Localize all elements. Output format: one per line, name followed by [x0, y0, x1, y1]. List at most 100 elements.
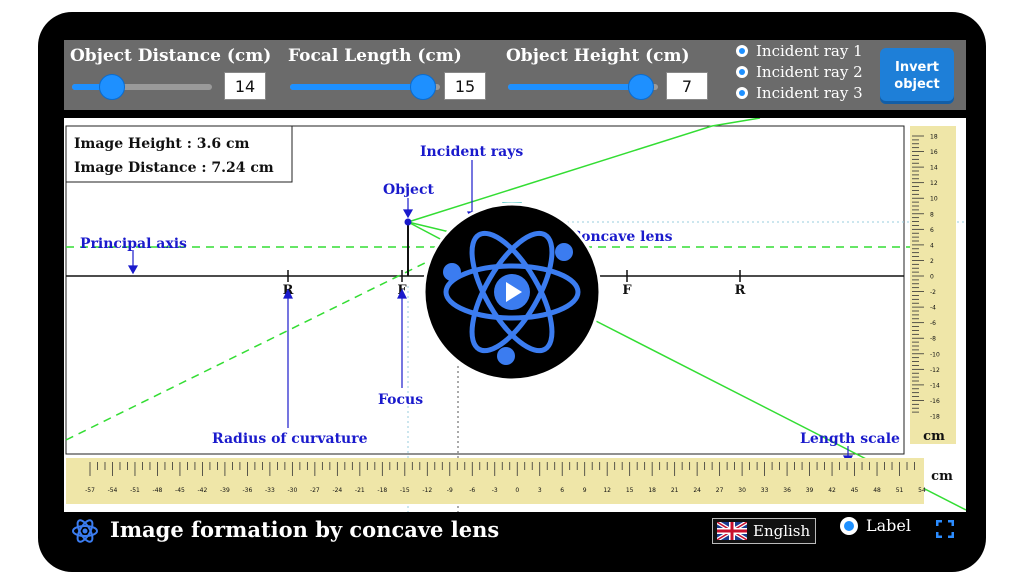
horizontal-tick-label: 48: [873, 487, 881, 494]
slider-fill: [72, 84, 112, 90]
object-distance-slider[interactable]: [72, 74, 212, 100]
vertical-tick-label: -4: [930, 305, 936, 312]
vertical-tick-label: 10: [930, 196, 938, 203]
invert-object-button[interactable]: Invert object: [880, 48, 954, 104]
horizontal-tick-label: -57: [85, 487, 95, 494]
vertical-tick-label: 18: [930, 134, 938, 141]
invert-label-line1: Invert: [894, 60, 939, 75]
horizontal-tick-label: -27: [310, 487, 320, 494]
horizontal-tick-label: -21: [355, 487, 365, 494]
horizontal-tick-label: 6: [560, 487, 564, 494]
incident-ray-3-option[interactable]: Incident ray 3: [736, 84, 863, 102]
horizontal-tick-label: 3: [538, 487, 542, 494]
ray-extension: [711, 118, 761, 127]
object-tip: [404, 218, 412, 226]
vertical-tick-label: 4: [930, 242, 934, 249]
horizontal-scale-unit: cm: [931, 469, 953, 484]
page-title: Image formation by concave lens: [110, 517, 500, 542]
vertical-tick-label: -6: [930, 320, 936, 327]
horizontal-tick-label: -3: [492, 487, 498, 494]
vertical-tick-label: -18: [930, 414, 940, 421]
vertical-tick-label: -14: [930, 382, 940, 389]
horizontal-tick-label: 42: [828, 487, 836, 494]
object-distance-input[interactable]: 14: [224, 72, 266, 100]
object-height-label: Object Height (cm): [506, 46, 690, 66]
radio-icon: [736, 45, 748, 57]
horizontal-tick-label: 18: [648, 487, 656, 494]
horizontal-tick-label: -54: [108, 487, 118, 494]
label-toggle[interactable]: Label: [840, 516, 911, 535]
image-distance-readout: Image Distance : 7.24 cm: [74, 160, 274, 176]
slider-fill: [290, 84, 422, 90]
radio-icon: [840, 516, 858, 535]
invert-label-line2: object: [894, 77, 940, 92]
horizontal-tick-label: 9: [583, 487, 587, 494]
electron-icon: [443, 263, 461, 281]
slider-handle[interactable]: [628, 74, 654, 100]
incident-ray-2-option[interactable]: Incident ray 2: [736, 63, 863, 81]
vertical-tick-label: 6: [930, 227, 934, 234]
horizontal-tick-label: 51: [896, 487, 904, 494]
language-label: English: [753, 522, 811, 540]
slider-fill: [508, 84, 640, 90]
vertical-tick-label: 8: [930, 211, 934, 218]
horizontal-tick-label: 12: [603, 487, 611, 494]
horizontal-tick-label: -36: [242, 487, 252, 494]
length-scale-annotation: Length scale: [800, 431, 900, 447]
incident-ray-3-label: Incident ray 3: [756, 84, 863, 102]
slider-handle[interactable]: [99, 74, 126, 100]
arrowhead-icon: [397, 288, 407, 299]
language-button[interactable]: English: [712, 518, 816, 544]
horizontal-tick-label: -39: [220, 487, 230, 494]
concave-lens-annotation: Concave lens: [570, 229, 673, 245]
incident-ray-1-label: Incident ray 1: [756, 42, 863, 60]
horizontal-tick-label: -6: [469, 487, 475, 494]
horizontal-tick-label: -42: [198, 487, 208, 494]
horizontal-scale-ticks: -57-54-51-48-45-42-39-36-33-30-27-24-21-…: [85, 462, 926, 494]
incident-ray-2-label: Incident ray 2: [756, 63, 863, 81]
r-right-mark: R: [735, 283, 746, 298]
fullscreen-icon[interactable]: [936, 520, 954, 538]
vertical-tick-label: 14: [930, 165, 938, 172]
horizontal-tick-label: 45: [851, 487, 859, 494]
uk-flag-icon: [717, 522, 747, 540]
horizontal-tick-label: 0: [515, 487, 519, 494]
vertical-scale-unit: cm: [923, 429, 945, 444]
focal-length-input[interactable]: 15: [444, 72, 486, 100]
app-logo-icon: [72, 519, 98, 543]
horizontal-tick-label: 21: [671, 487, 679, 494]
focal-length-slider[interactable]: [290, 74, 440, 100]
incident-ray-1-option[interactable]: Incident ray 1: [736, 42, 863, 60]
horizontal-tick-label: -51: [130, 487, 140, 494]
vertical-tick-label: 12: [930, 180, 938, 187]
radius-annotation: Radius of curvature: [212, 431, 368, 447]
horizontal-tick-label: 27: [716, 487, 724, 494]
horizontal-tick-label: -24: [332, 487, 342, 494]
object-height-input[interactable]: 7: [666, 72, 708, 100]
horizontal-tick-label: 24: [693, 487, 701, 494]
object-distance-label: Object Distance (cm): [70, 46, 272, 66]
vertical-tick-label: -10: [930, 351, 940, 358]
principal-axis-annotation: Principal axis: [80, 236, 187, 252]
vertical-tick-label: 2: [930, 258, 934, 265]
f-right-mark: F: [622, 283, 632, 298]
horizontal-tick-label: 39: [806, 487, 814, 494]
horizontal-tick-label: -9: [447, 487, 453, 494]
horizontal-tick-label: -33: [265, 487, 275, 494]
horizontal-tick-label: 15: [626, 487, 634, 494]
horizontal-tick-label: 30: [738, 487, 746, 494]
horizontal-tick-label: -30: [287, 487, 297, 494]
incident-rays-annotation: Incident rays: [420, 144, 523, 160]
slider-handle[interactable]: [410, 74, 436, 100]
vertical-tick-label: -8: [930, 336, 936, 343]
radio-icon: [736, 87, 748, 99]
radio-icon: [736, 66, 748, 78]
electron-icon: [497, 347, 515, 365]
horizontal-tick-label: 33: [761, 487, 769, 494]
focal-length-label: Focal Length (cm): [288, 46, 462, 66]
arrowhead-icon: [127, 265, 139, 275]
object-height-slider[interactable]: [508, 74, 658, 100]
horizontal-tick-label: -18: [377, 487, 387, 494]
vertical-tick-label: -16: [930, 398, 940, 405]
